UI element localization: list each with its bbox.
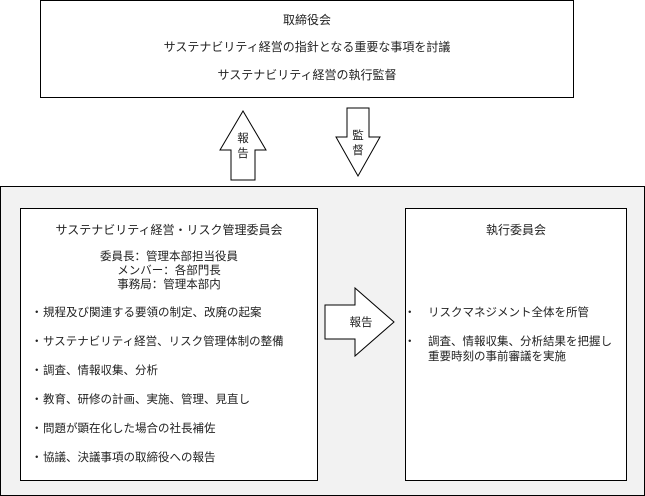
committee-bullet-text: 教育、研修の計画、実施、管理、見直し: [43, 392, 250, 406]
report-up-label-1: 報: [237, 131, 249, 145]
board-line-deliberation: サステナビリティ経営の指針となる重要な事項を討議: [163, 40, 451, 54]
report-right-label: 報告: [349, 315, 373, 329]
bullet-dot: ・: [31, 392, 43, 406]
committee-bullet-item: ・問題が顕在化した場合の社長補佐: [31, 421, 311, 436]
supervise-label-1: 監: [352, 128, 364, 142]
committee-bullet-text: 問題が顕在化した場合の社長補佐: [43, 421, 216, 435]
committee-bullet-text: 規程及び関連する要領の制定、改廃の起案: [43, 305, 262, 319]
bullet-dot: ・: [31, 305, 43, 319]
supervise-label-2: 督: [352, 143, 364, 157]
board-title: 取締役会: [282, 13, 331, 27]
committee-bullet-item: ・教育、研修の計画、実施、管理、見直し: [31, 392, 311, 407]
board-line-supervision: サステナビリティ経営の執行監督: [217, 68, 397, 82]
sustainability-risk-committee-box: サステナビリティ経営・リスク管理委員会 委員長：管理本部担当役員 メンバー：各部…: [20, 208, 318, 481]
report-up-label-2: 告: [237, 146, 249, 160]
executive-committee-box: 執行委員会 ・リスクマネジメント全体を所管 ・調査、情報収集、分析結果を把握し重…: [404, 208, 627, 481]
committee-title: サステナビリティ経営・リスク管理委員会: [55, 223, 283, 237]
exec-bullet-text: 調査、情報収集、分析結果を把握し重要時刻の事前審議を実施: [428, 334, 612, 363]
exec-title: 執行委員会: [485, 223, 546, 237]
committee-bullet-item: ・規程及び関連する要領の制定、改廃の起案: [31, 305, 311, 320]
committee-bullet-text: 協議、決議事項の取締役への報告: [43, 450, 216, 464]
committee-bullet-item: ・調査、情報収集、分析: [31, 363, 311, 378]
committee-bullet-item: ・協議、決議事項の取締役への報告: [31, 450, 311, 465]
committee-bullet-item: ・サステナビリティ経営、リスク管理体制の整備: [31, 334, 311, 349]
bullet-dot: ・: [404, 334, 416, 348]
bullet-dot: ・: [404, 305, 416, 319]
exec-bullet-item: ・リスクマネジメント全体を所管: [404, 305, 620, 320]
bullet-dot: ・: [31, 450, 43, 464]
committee-bullet-text: サステナビリティ経営、リスク管理体制の整備: [43, 334, 284, 348]
committee-bullet-text: 調査、情報収集、分析: [43, 363, 158, 377]
committee-chair: 委員長：管理本部担当役員: [100, 249, 238, 263]
bullet-dot: ・: [31, 363, 43, 377]
exec-bullet-item: ・調査、情報収集、分析結果を把握し重要時刻の事前審議を実施: [404, 334, 620, 364]
committee-members: メンバー：各部門長: [117, 263, 221, 277]
committee-secretariat: 事務局：管理本部内: [117, 277, 221, 291]
board-of-directors-box: 取締役会 サステナビリティ経営の指針となる重要な事項を討議 サステナビリティ経営…: [40, 0, 574, 98]
bullet-dot: ・: [31, 421, 43, 435]
exec-bullet-text: リスクマネジメント全体を所管: [428, 305, 589, 319]
bullet-dot: ・: [31, 334, 43, 348]
